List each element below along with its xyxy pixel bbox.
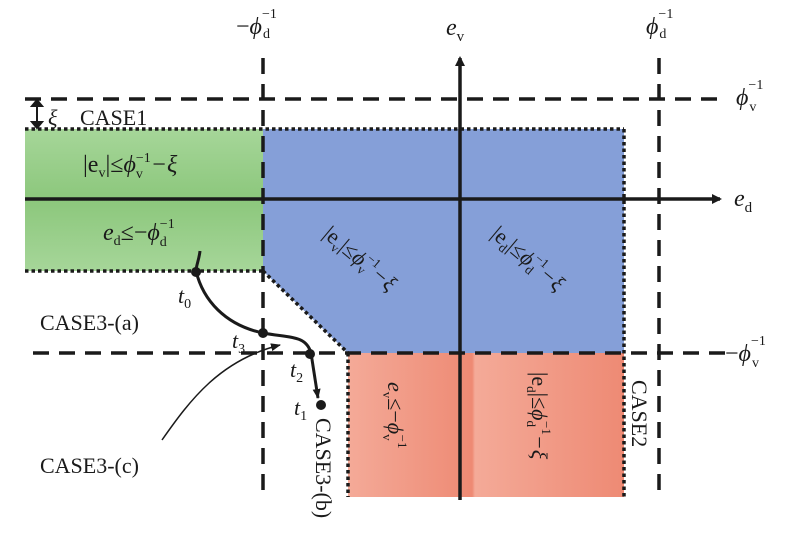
t2-label: t2 <box>290 357 303 386</box>
case3a-label: CASE3-(a) <box>40 310 139 335</box>
case3c-label: CASE3-(c) <box>40 453 139 478</box>
case3b-label: CASE3-(b) <box>311 418 336 518</box>
threshold-label-pos-phi-d: ϕd−1 <box>646 7 673 42</box>
t0-label: t0 <box>178 283 191 312</box>
trajectory-final-segment <box>309 352 321 399</box>
state-trajectory <box>194 250 313 354</box>
boundary-diagonal-dotted <box>261 269 350 355</box>
ed-axis-label: ed <box>734 186 753 216</box>
case2-label: CASE2 <box>627 380 652 447</box>
trajectory-point-t3 <box>258 328 268 338</box>
t1-label: t1 <box>294 395 307 424</box>
red-right-condition: |ed|≤ϕd−1−ξ <box>524 372 554 460</box>
threshold-label-neg-phi-d: −ϕd−1 <box>236 7 277 42</box>
xi-label: ξ <box>48 105 58 130</box>
xi-gap-double-arrow-icon <box>29 98 45 130</box>
safe-blue-region <box>263 129 624 353</box>
trajectory-point-t1 <box>316 400 326 410</box>
case1-label: CASE1 <box>80 105 147 130</box>
red-left-condition: ev≤−ϕv−1 <box>380 382 410 448</box>
trajectory-point-t0 <box>191 267 201 277</box>
green-top-condition: |ev|≤ϕv−1−ξ <box>83 151 178 182</box>
threshold-label-neg-phi-v: −ϕv−1 <box>725 334 766 371</box>
green-bottom-condition: ed≤−ϕd−1 <box>103 217 175 250</box>
trajectory-point-t2 <box>305 349 315 359</box>
case2-red-region <box>348 353 624 497</box>
threshold-label-pos-phi-v: ϕv−1 <box>736 78 763 115</box>
case3c-pointer-arrow <box>161 343 281 441</box>
ev-axis-label: ev <box>446 15 465 45</box>
t3-label: t3 <box>232 328 245 357</box>
